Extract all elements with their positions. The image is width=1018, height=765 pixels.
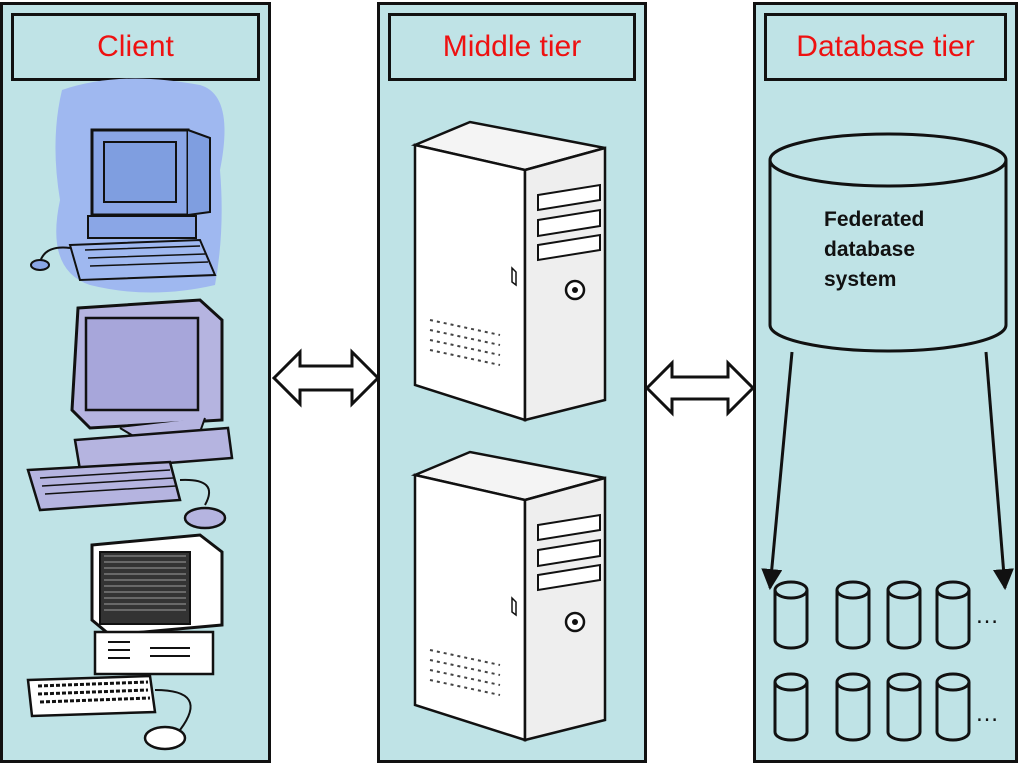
middle-tier-title: Middle tier: [388, 13, 636, 81]
component-database-icon: [773, 580, 809, 650]
database-tier-title: Database tier: [764, 13, 1007, 81]
client-computer-1-icon: [30, 78, 225, 293]
component-database-icon: [935, 580, 971, 650]
component-database-icon: [835, 672, 871, 742]
client-tier-title: Client: [11, 13, 260, 81]
client-middle-double-arrow-icon: [271, 348, 381, 408]
left-fanout-arrow: [761, 351, 794, 591]
more-databases-ellipsis-2: …: [975, 700, 1001, 727]
federated-database-cylinder-icon: [768, 132, 1008, 353]
federated-database-label: Federated database system: [824, 208, 925, 291]
component-database-icon: [886, 580, 922, 650]
component-database-icon: [886, 672, 922, 742]
component-database-icon: [835, 580, 871, 650]
client-computer-2-icon: [26, 298, 234, 530]
more-databases-ellipsis-1: …: [975, 602, 1001, 629]
client-computer-3-icon: [26, 533, 224, 751]
right-fanout-arrow: [984, 351, 1014, 591]
component-database-row-1: [773, 580, 971, 650]
component-database-row-2: [773, 672, 971, 742]
component-database-icon: [935, 672, 971, 742]
middle-database-double-arrow-icon: [644, 359, 756, 417]
server-2-icon: [410, 450, 607, 742]
server-1-icon: [410, 120, 607, 422]
component-database-icon: [773, 672, 809, 742]
